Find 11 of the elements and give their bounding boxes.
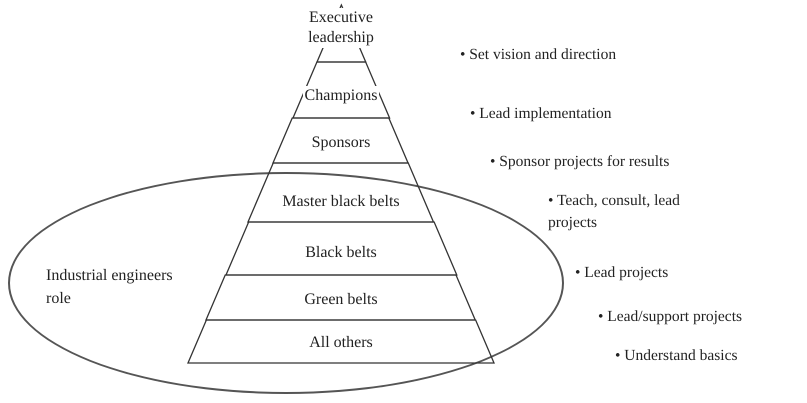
role-description: • Lead projects xyxy=(575,263,670,283)
ellipse-label: Industrial engineers role xyxy=(46,266,174,310)
role-description: • Understand basics xyxy=(615,346,739,366)
tier-label: Sponsors xyxy=(310,133,372,153)
role-description: • Lead implementation xyxy=(470,104,612,124)
tier-label: Executive leadership xyxy=(306,8,376,48)
role-description: • Teach, consult, lead projects xyxy=(548,191,681,234)
role-description: • Set vision and direction xyxy=(460,45,618,65)
role-description: • Sponsor projects for results xyxy=(490,152,670,172)
tier-label: Champions xyxy=(302,86,380,106)
role-description: • Lead/support projects xyxy=(598,307,744,327)
